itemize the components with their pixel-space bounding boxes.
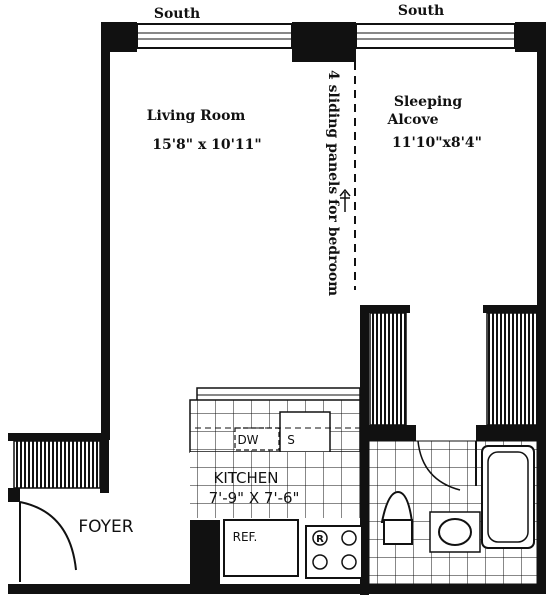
wall-closet-top	[360, 305, 410, 313]
window-left	[136, 23, 293, 49]
kitchen-area	[189, 387, 363, 579]
dishwasher	[234, 427, 280, 451]
bathroom-sink-icon	[438, 518, 472, 546]
entry-door-swing	[19, 501, 77, 582]
wall-closet2-top	[483, 305, 543, 313]
foyer-label: FOYER	[78, 517, 133, 537]
range-mark: R	[316, 534, 324, 545]
refrigerator	[223, 519, 299, 577]
wall-column-center	[292, 22, 356, 62]
wall-south	[8, 584, 546, 594]
closet-left	[369, 312, 407, 426]
closet-right	[486, 312, 538, 426]
wall-bath-west	[360, 305, 369, 595]
arrow-icon	[339, 188, 351, 212]
wall-bath-top-left	[362, 425, 416, 441]
wall-foyer-jamb	[8, 488, 20, 502]
closet-foyer	[13, 440, 101, 489]
dishwasher-label: DW	[237, 433, 258, 447]
living-room-label: Living Room	[147, 108, 246, 124]
wall-bath-top-right	[476, 425, 542, 441]
bathroom	[368, 440, 538, 585]
wall-west-living	[101, 22, 110, 440]
burner-icon	[341, 554, 357, 570]
toilet-icon	[380, 490, 414, 523]
sink-label: S	[287, 433, 295, 447]
bath-door-swing	[417, 440, 461, 491]
burner-icon	[341, 530, 357, 546]
sleeping-alcove-dims: 11'10"x8'4"	[392, 135, 482, 151]
sliding-panels-label: 4 sliding panels for bedroom	[325, 70, 341, 296]
wall-kitchen-sw	[190, 520, 220, 594]
refrigerator-label: REF.	[233, 530, 258, 544]
burner-icon	[312, 554, 328, 570]
kitchen-label: KITCHEN	[214, 469, 279, 487]
wall-foyer-right	[100, 433, 109, 493]
sleeping-alcove-label-1: Sleeping	[394, 94, 463, 110]
window-right	[355, 23, 516, 49]
south-label-left: South	[154, 6, 200, 22]
south-windows	[136, 23, 516, 49]
kitchen-floor	[190, 452, 360, 518]
sleeping-alcove-label-2: Alcove	[386, 112, 438, 128]
exterior-walls	[8, 22, 546, 595]
burner-icon	[312, 530, 328, 546]
living-room-dims: 15'8" x 10'11"	[152, 137, 261, 153]
south-label-right: South	[398, 3, 444, 19]
wall-foyer-top	[8, 433, 108, 441]
kitchen-dims: 7'-9" X 7'-6"	[209, 489, 300, 507]
kitchen-sink	[279, 411, 331, 453]
